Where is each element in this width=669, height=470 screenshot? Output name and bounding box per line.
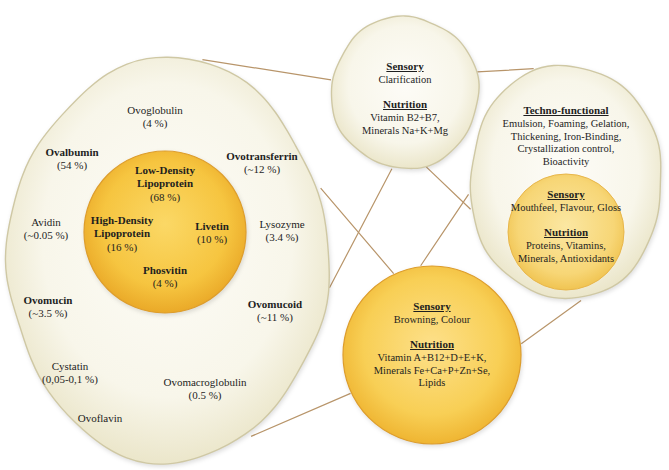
body-text: Clarification — [350, 74, 460, 87]
white-outline — [5, 57, 329, 464]
body-text: Mouthfeel, Flavour, Gloss — [501, 202, 631, 215]
body-text: (~0.05 %) — [6, 229, 86, 242]
body-text: Ovomacroglobulin — [155, 376, 255, 389]
body-text: (54 %) — [22, 159, 122, 172]
body-text: (10 %) — [182, 233, 242, 246]
whole-egg-bubble: Techno-functionalEmulsion, Foaming, Gela… — [468, 62, 664, 302]
egg-white-bubble-outline — [330, 15, 480, 170]
egg-white-bubble: SensoryClarificationNutritionVitamin B2+… — [330, 15, 480, 170]
component-name: Ovomucin — [8, 294, 88, 307]
body-text: Vitamin B2+B7, Minerals Na+K+Mg — [353, 112, 457, 137]
egg-yolk: Low-Density Lipoprotein(68 %) High-Densit… — [83, 150, 247, 314]
body-text: (~11 %) — [230, 311, 320, 324]
section-heading: Sensory — [372, 300, 492, 313]
white-outline — [470, 65, 660, 298]
body-text: Cystatin — [25, 360, 115, 373]
body-text: Proteins, Vitamins, Minerals, Antioxidan… — [507, 240, 625, 265]
body-text: Avidin — [6, 216, 86, 229]
egg-white: Ovoglobulin(4 %)Ovalbumin(54 %)Ovotransf… — [5, 55, 331, 465]
component-name: Ovotransferrin — [212, 150, 312, 163]
body-text: (3.4 %) — [242, 231, 322, 244]
yolk-bubble: SensoryBrowning, ColourNutritionVitamin … — [342, 265, 522, 445]
body-text: (4 %) — [105, 117, 205, 130]
component-name: Ovalbumin — [22, 146, 122, 159]
body-text: Vitamin A+B12+D+E+K, Minerals Fe+Ca+P+Zn… — [361, 352, 503, 390]
section-heading: Sensory — [501, 188, 631, 201]
body-text: (~3.5 %) — [8, 307, 88, 320]
section-heading: Techno-functional — [491, 104, 641, 117]
body-text: (~12 %) — [212, 163, 312, 176]
whole-egg-bubble-outline — [468, 62, 664, 302]
section-heading: Nutrition — [501, 226, 631, 239]
component-name: High-Density Lipoprotein — [80, 214, 164, 240]
component-name: Livetin — [182, 220, 242, 233]
body-text: (4 %) — [125, 277, 205, 290]
component-name: Phosvitin — [125, 264, 205, 277]
body-text: (0.5 %) — [155, 389, 255, 402]
body-text: Browning, Colour — [372, 314, 492, 327]
body-text: (16 %) — [80, 241, 164, 254]
component-name: Ovomucoid — [230, 298, 320, 311]
body-text: Ovoglobulin — [105, 104, 205, 117]
section-heading: Sensory — [350, 60, 460, 73]
component-name: Low-Density Lipoprotein — [123, 164, 207, 190]
body-text: (68 %) — [123, 191, 207, 204]
body-text: (0,05-0,1 %) — [25, 373, 115, 386]
section-heading: Nutrition — [350, 98, 460, 111]
white-outline — [331, 16, 479, 169]
body-text: Emulsion, Foaming, Gelation, Thickening,… — [497, 118, 635, 168]
body-text: Lysozyme — [242, 218, 322, 231]
body-text: Ovoflavin — [60, 412, 140, 425]
section-heading: Nutrition — [372, 338, 492, 351]
yolk-outline — [343, 266, 521, 444]
